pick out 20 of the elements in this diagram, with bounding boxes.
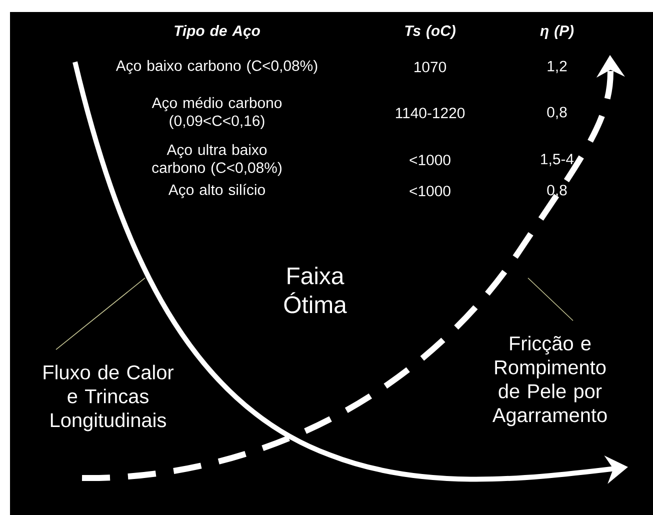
table-cell: 1,5-4 xyxy=(541,154,574,166)
table-cell: <1000 xyxy=(410,154,450,166)
table-cell: 1140-1220 xyxy=(396,108,465,118)
table-cell: 1,2 xyxy=(548,60,567,74)
column-header: Tipo de Aço xyxy=(174,25,260,39)
table-cell: 1070 xyxy=(414,62,446,72)
column-header: Ts (oC) xyxy=(405,25,456,39)
table-cell: <1000 xyxy=(410,186,450,196)
table-cell: Aço baixo carbono (C<0,08%) xyxy=(116,60,318,74)
region-label: Faixa Ótima xyxy=(284,266,347,314)
table-cell: Aço médio carbono (0,09<C<0,16) xyxy=(152,96,282,129)
table-cell: 0,8 xyxy=(547,106,567,120)
column-header: η (P) xyxy=(540,25,574,39)
leader-line xyxy=(56,278,146,350)
leader-line xyxy=(528,278,574,322)
callout-text: Fricção e Rompimento de Pele por Agarramento xyxy=(492,336,607,426)
callout-text: Fluxo de Calor e Trincas Longitudinais xyxy=(44,364,174,432)
table-cell: Aço alto silício xyxy=(168,184,265,198)
table-cell: 0,8 xyxy=(547,184,567,198)
table-cell: Aço ultra baixo carbono (C<0,08%) xyxy=(152,144,282,176)
